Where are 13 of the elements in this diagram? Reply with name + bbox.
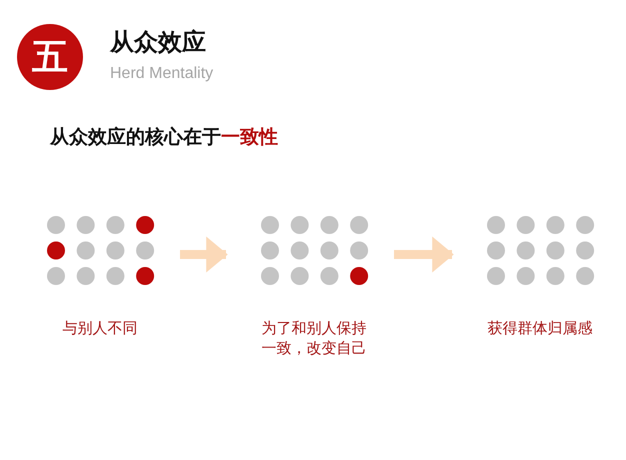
node-label: 与别人不同	[62, 318, 138, 338]
subtitle: Herd Mentality	[110, 64, 214, 84]
dot-grid-drawing	[486, 215, 596, 286]
highlight-text: 一致性	[221, 126, 278, 148]
title: 从众效应	[110, 27, 206, 57]
arrow	[180, 236, 228, 272]
node-label: 为了和别人保持一致，改变自己	[260, 318, 368, 358]
dot-grid-drawing	[46, 215, 156, 286]
node-label: 获得群体归属感	[486, 318, 594, 338]
arrow	[394, 236, 454, 272]
heading: 从众效应的核心在于	[50, 126, 221, 148]
dot-grid-drawing	[260, 215, 370, 286]
number-badge: 五	[17, 24, 83, 90]
